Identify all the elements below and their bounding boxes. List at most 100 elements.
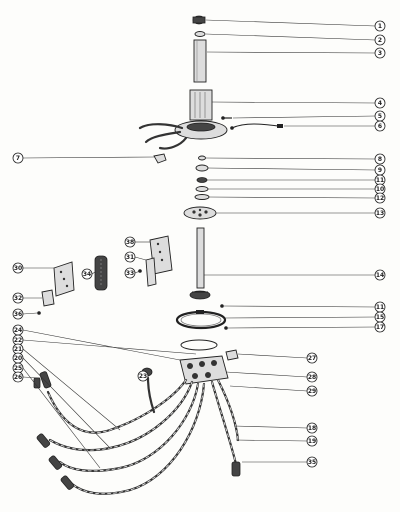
callout-1: 1 [205,19,386,32]
callout-bubble [374,321,386,333]
callout-number: 23 [139,373,147,380]
callout-number: 10 [376,186,384,193]
spark-plug-wires [46,378,240,495]
callout-10: 10 [208,183,386,195]
callout-19: 19 [235,435,318,447]
callout-bubble [12,308,24,320]
callout-leader [22,312,38,315]
connector-35 [225,349,239,361]
callout-leader [233,425,308,429]
callout-bubble [306,352,318,364]
callout-33: 33 [124,267,141,279]
callout-7: 7 [12,152,155,164]
callout-bubble [306,435,318,447]
callout-number: 32 [14,295,22,302]
wire-lead-6 [230,123,283,130]
callout-bubble [374,97,386,109]
callout-number: 35 [308,459,316,466]
callout-21: 21 [12,343,121,431]
callout-bubble [12,292,24,304]
callout-bubble [137,370,149,382]
callout-4: 4 [211,97,386,109]
callout-24: 24 [12,324,181,361]
callout-leader [22,339,197,355]
callout-leader [22,367,101,469]
callout-leader [208,196,376,199]
callout-31: 31 [124,251,147,263]
callout-8: 8 [205,153,386,165]
callout-leader [22,376,41,379]
callout-12: 12 [208,192,386,204]
callout-leader [22,348,121,431]
distributor-housing [138,89,228,150]
grommet-34 [94,255,108,291]
callout-number: 21 [14,346,22,353]
callout-bubble [374,269,386,281]
callout-number: 4 [378,100,382,107]
small-screw-33 [37,311,41,315]
callout-13: 13 [216,207,386,219]
callout-leader [134,270,141,274]
callout-number: 24 [14,327,22,334]
callout-bubble [124,251,136,263]
callout-9: 9 [207,164,386,176]
callout-17: 17 [227,321,386,333]
callout-bubble [306,422,318,434]
callout-number: 6 [378,123,382,130]
callout-11: 11 [207,174,386,186]
callout-number: 29 [308,388,316,395]
callout-leader [235,439,308,442]
callout-bubble [124,267,136,279]
callout-28: 28 [225,371,318,383]
callout-number: 13 [376,210,384,217]
callout-26: 26 [12,371,41,383]
callout-number: 1 [378,23,382,30]
callout-leader [91,271,96,275]
callout-number: 9 [378,167,382,174]
callout-35: 35 [242,456,318,468]
callout-leader [211,101,376,104]
callout-number: 30 [14,265,22,272]
callout-5: 5 [232,110,386,122]
callout-3: 3 [206,47,386,59]
drive-shaft [189,227,211,300]
callout-6: 6 [284,120,386,132]
callout-22: 22 [12,334,197,355]
callout-leader [237,353,308,359]
callout-32: 32 [12,292,42,304]
clamp-ring [175,310,227,330]
callout-leader [224,316,376,319]
callout-leader [206,51,376,54]
callout-15: 15 [224,311,386,323]
callout-bubble [12,262,24,274]
callout-number: 14 [376,272,384,279]
callout-bubble [124,236,136,248]
callout-bubble [374,192,386,204]
callout-leader [22,156,155,159]
callout-23: 23 [137,370,149,382]
screw-5 [221,116,232,120]
callout-number: 31 [126,254,134,261]
clip-7 [153,153,167,164]
clip-31 [145,257,157,287]
callout-29: 29 [229,385,318,397]
callout-number: 38 [126,239,134,246]
callout-leader [205,33,376,41]
callout-number: 34 [83,271,91,278]
gasket-ring [180,339,218,351]
callout-38: 38 [124,236,150,248]
breaker-plate [183,206,217,220]
callout-number: 18 [308,425,316,432]
callout-leader [207,167,376,171]
callout-25: 25 [12,362,101,469]
callout-14: 14 [204,269,386,281]
callout-number: 11 [376,304,384,311]
callout-leader [22,357,111,449]
callout-number: 19 [308,438,316,445]
callout-bubble [12,371,24,383]
callout-number: 5 [378,113,382,120]
callout-leader [134,256,147,261]
callout-36: 36 [12,308,38,320]
callout-number: 11 [376,177,384,184]
callout-number: 3 [378,50,382,57]
